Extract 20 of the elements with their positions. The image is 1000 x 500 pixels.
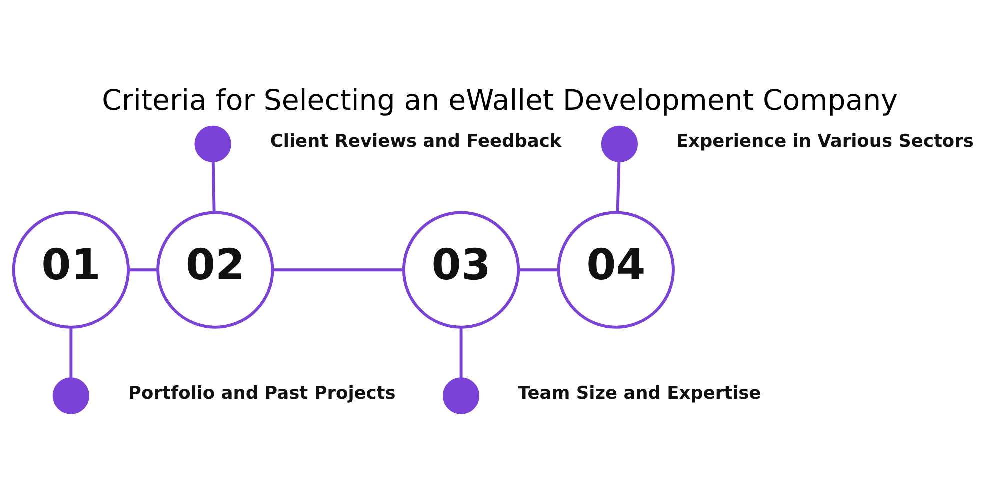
node-circle xyxy=(52,378,90,414)
connector xyxy=(616,162,621,212)
node-label: Portfolio and Past Projects xyxy=(128,384,396,404)
connector xyxy=(128,268,158,272)
connector xyxy=(212,162,216,212)
node-circle: 04 xyxy=(557,211,675,329)
node-circle xyxy=(601,126,638,163)
node-label: Experience in Various Sectors xyxy=(676,132,974,152)
connector xyxy=(518,268,559,272)
node-label: Client Reviews and Feedback xyxy=(270,132,562,152)
connector xyxy=(460,328,463,378)
node-circle: 03 xyxy=(402,211,520,329)
node-circle xyxy=(194,126,232,163)
node-circle xyxy=(442,378,480,414)
node-label: Team Size and Expertise xyxy=(518,384,762,404)
node-circle: 01 xyxy=(12,211,130,329)
connector xyxy=(70,328,73,378)
connector xyxy=(273,268,404,272)
diagram-title: Criteria for Selecting an eWallet Development Company xyxy=(102,84,898,118)
node-circle: 02 xyxy=(156,211,274,329)
